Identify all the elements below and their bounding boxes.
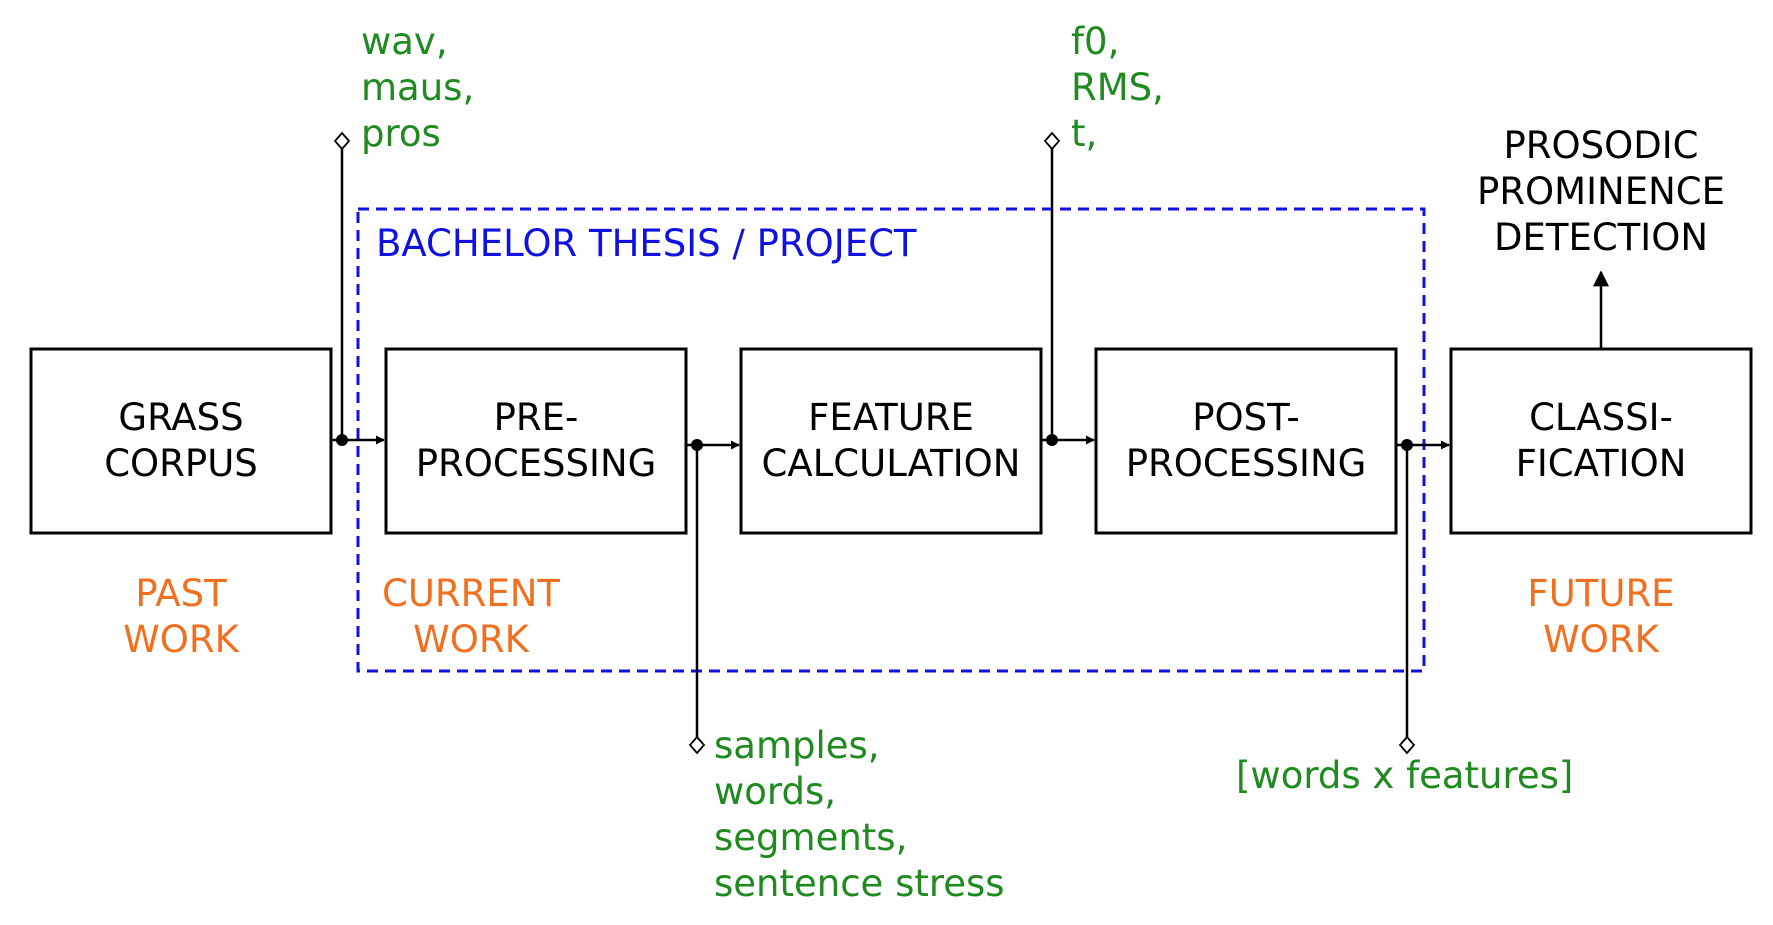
data-tap-diamond [1398, 735, 1416, 755]
feature-output-note: f0, RMS, t, [1071, 20, 1164, 155]
corpus-output-note: wav, maus, pros [361, 20, 475, 155]
classification-box [1449, 347, 1753, 535]
junction-dot [691, 439, 703, 451]
postprocessing-box [1094, 347, 1398, 535]
data-tap-diamond [688, 735, 706, 755]
feature-calculation-label: FEATURE CALCULATION [761, 396, 1021, 485]
postprocessing-output-note: [words x features] [1236, 754, 1574, 797]
grass-corpus-label: GRASS CORPUS [104, 396, 258, 485]
junction-dot [336, 434, 348, 446]
project-region-title: BACHELOR THESIS / PROJECT [376, 222, 917, 265]
classification-label: CLASSI- FICATION [1515, 396, 1687, 485]
postprocessing-label: POST- PROCESSING [1125, 396, 1367, 485]
junction-dot [1046, 434, 1058, 446]
connector-feature-to-postprocessing [1041, 131, 1095, 446]
current-work-label: CURRENT WORK [382, 572, 560, 661]
feature-calculation-box [739, 347, 1043, 535]
prosodic-prominence-detection-label: PROSODIC PROMINENCE DETECTION [1477, 124, 1725, 259]
junction-dot [1401, 439, 1413, 451]
project-region-border [356, 207, 1426, 673]
preprocessing-output-note: samples, words, segments, sentence stres… [714, 724, 1005, 905]
past-work-label: PAST WORK [123, 572, 239, 661]
preprocessing-box [384, 347, 688, 535]
future-work-label: FUTURE WORK [1527, 572, 1675, 661]
preprocessing-label: PRE- PROCESSING [415, 396, 657, 485]
connector-postprocessing-to-classification [1396, 439, 1450, 755]
data-tap-diamond [1043, 131, 1061, 151]
connector-preprocessing-to-feature [686, 439, 740, 755]
data-tap-diamond [333, 131, 351, 151]
connector-corpus-to-preprocessing [331, 131, 385, 446]
